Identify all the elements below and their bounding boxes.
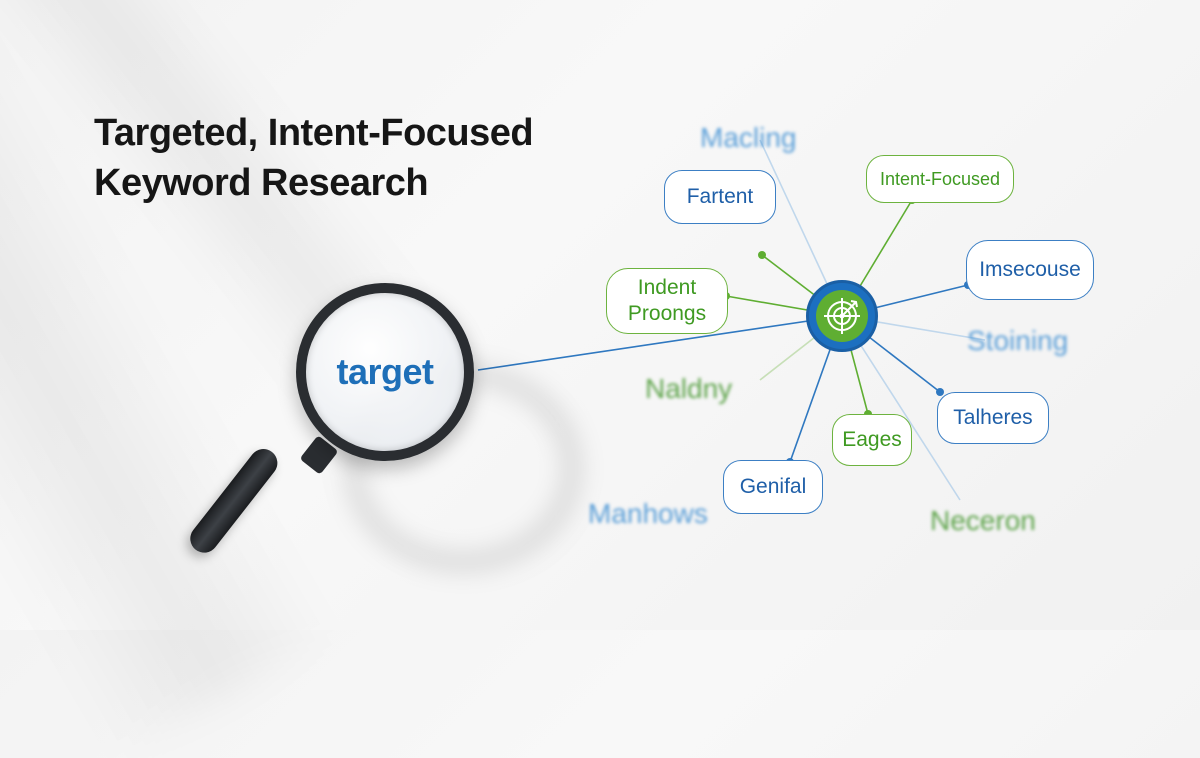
- crosshair-icon: [824, 298, 860, 334]
- headline: Targeted, Intent-Focused Keyword Researc…: [94, 108, 534, 208]
- keyword-label: Talheres: [953, 406, 1033, 429]
- keyword-label: Fartent: [686, 185, 754, 208]
- target-hub: [806, 280, 878, 352]
- keyword-label: Genifal: [739, 475, 807, 498]
- magnifying-glass-icon: target: [296, 283, 474, 461]
- keyword-label: Indent Proongs: [627, 276, 707, 325]
- keyword-bubble[interactable]: Imsecouse: [966, 240, 1094, 300]
- keyword-bubble[interactable]: Indent Proongs: [606, 268, 728, 334]
- keyword-bubble[interactable]: Genifal: [723, 460, 823, 514]
- target-crosshair-icon: [816, 290, 868, 342]
- floating-keyword: Stoining: [967, 325, 1069, 356]
- keyword-label: Imsecouse: [979, 258, 1081, 281]
- headline-line-2: Keyword Research: [94, 162, 429, 204]
- keyword-label: Eages: [842, 428, 902, 451]
- floating-keyword: Macling: [700, 122, 797, 153]
- keyword-bubble[interactable]: Talheres: [937, 392, 1049, 444]
- floating-keyword: Neceron: [930, 505, 1036, 536]
- floating-keyword: Naldny: [645, 373, 733, 404]
- magnified-word: target: [336, 351, 434, 392]
- keyword-bubble[interactable]: Fartent: [664, 170, 776, 224]
- headline-line-1: Targeted, Intent-Focused: [94, 112, 534, 154]
- keyword-bubble[interactable]: Intent-Focused: [866, 155, 1014, 203]
- keyword-label: Intent-Focused: [879, 169, 1001, 189]
- floating-keyword: Manhows: [588, 498, 708, 529]
- keyword-bubble[interactable]: Eages: [832, 414, 912, 466]
